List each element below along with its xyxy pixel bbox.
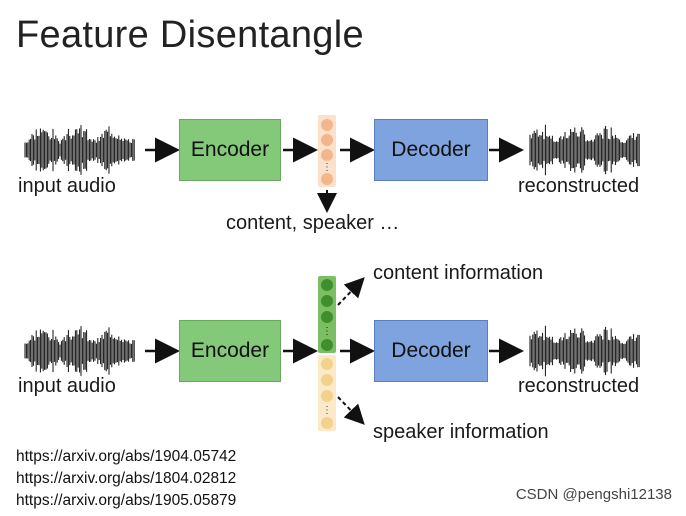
encoder-box-bottom: Encoder	[179, 320, 281, 382]
encoder-label-bottom: Encoder	[190, 339, 270, 362]
decoder-box-bottom: Decoder	[374, 320, 488, 382]
watermark-text: CSDN @pengshi12138	[515, 486, 672, 503]
arrow-content-dashed	[337, 277, 365, 306]
input-label-top: input audio	[18, 175, 116, 197]
reference-link[interactable]: https://arxiv.org/abs/1804.02812	[16, 470, 237, 487]
waveform-icon-bottom-input	[24, 326, 135, 376]
output-label-top: reconstructed	[518, 175, 640, 197]
latent-label-top: content, speaker …	[226, 212, 400, 234]
waveform-icon-top-input	[24, 125, 135, 175]
svg-text:⋮: ⋮	[322, 326, 332, 337]
output-label-bottom: reconstructed	[518, 375, 640, 397]
decoder-label-top: Decoder	[391, 138, 471, 161]
encoder-box-top: Encoder	[179, 119, 281, 181]
input-label-bottom: input audio	[18, 375, 116, 397]
decoder-label-bottom: Decoder	[391, 339, 471, 362]
latent-vector-speaker: ⋮	[318, 355, 336, 431]
latent-vector-top: ⋮	[318, 115, 336, 187]
reference-link[interactable]: https://arxiv.org/abs/1904.05742	[16, 448, 237, 465]
content-information-label: content information	[373, 262, 544, 284]
encoder-label-top: Encoder	[190, 138, 270, 161]
slide-title: Feature Disentangle	[16, 14, 364, 56]
waveform-icon-bottom-output	[529, 325, 640, 377]
svg-text:⋮: ⋮	[322, 405, 332, 416]
arrow-speaker-dashed	[337, 396, 365, 425]
latent-vector-content: ⋮	[318, 276, 336, 353]
svg-text:⋮: ⋮	[322, 162, 332, 173]
speaker-information-label: speaker information	[373, 421, 549, 443]
references-list: https://arxiv.org/abs/1904.05742 https:/…	[16, 446, 236, 512]
reference-link[interactable]: https://arxiv.org/abs/1905.05879	[16, 492, 237, 509]
waveform-icon-top-output	[529, 124, 640, 176]
decoder-box-top: Decoder	[374, 119, 488, 181]
